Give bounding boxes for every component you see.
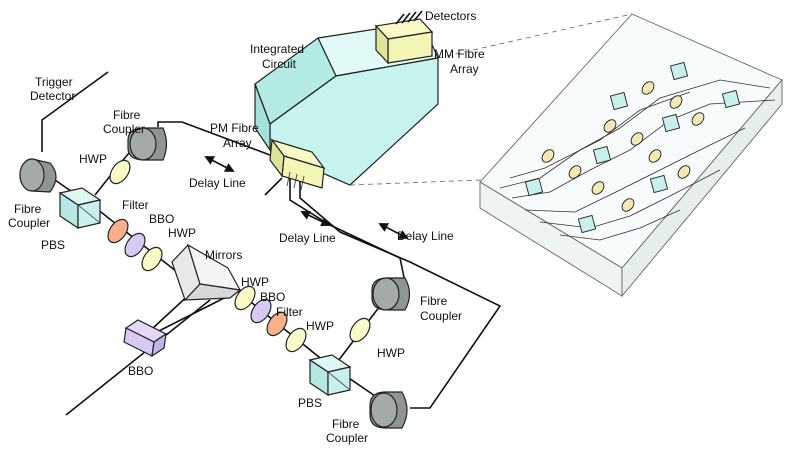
label-hwp-right: HWP bbox=[377, 346, 405, 360]
fibre-coupler-bottom bbox=[369, 391, 408, 429]
pbs-cube-right bbox=[308, 354, 352, 397]
label-delay-line-3: Delay Line bbox=[397, 229, 454, 243]
label-trigger-detector-2: Detector bbox=[30, 89, 75, 103]
mirrors-prism bbox=[171, 243, 242, 302]
chip-inset bbox=[479, 13, 783, 298]
label-hwp-mid: HWP bbox=[241, 275, 269, 289]
label-mm-fibre-array-1: MM Fibre bbox=[434, 47, 485, 61]
label-hwp-top: HWP bbox=[79, 152, 107, 166]
filter-mid-disc bbox=[266, 311, 288, 337]
label-hwp-left: HWP bbox=[168, 226, 196, 240]
hwp-top-disc bbox=[109, 159, 131, 185]
label-fibre-coupler-top-1: Fibre bbox=[113, 108, 141, 122]
label-fibre-coupler-right-2: Coupler bbox=[420, 309, 462, 323]
label-fibre-coupler-top-2: Coupler bbox=[103, 122, 145, 136]
label-fibre-coupler-left-1: Fibre bbox=[14, 202, 42, 216]
label-pm-fibre-array-2: Array bbox=[223, 136, 252, 150]
label-filter-left: Filter bbox=[122, 198, 149, 212]
pbs-cube-left bbox=[58, 187, 102, 230]
label-pm-fibre-array-1: PM Fibre bbox=[210, 121, 259, 135]
label-filter-mid: Filter bbox=[276, 305, 303, 319]
label-bbo-mid: BBO bbox=[260, 290, 285, 304]
filter-left-disc bbox=[107, 218, 129, 244]
label-integrated-circuit-1: Integrated bbox=[250, 42, 304, 56]
label-fibre-coupler-left-2: Coupler bbox=[8, 216, 50, 230]
phase-shifters bbox=[541, 81, 705, 212]
label-mm-fibre-array-2: Array bbox=[450, 62, 479, 76]
hwp-mid2-disc bbox=[285, 327, 307, 353]
label-bbo-left: BBO bbox=[149, 212, 174, 226]
label-hwp-mid2: HWP bbox=[306, 319, 334, 333]
label-pbs-left: PBS bbox=[41, 238, 65, 252]
fibre-coupler-right bbox=[371, 277, 411, 311]
hwp-mid-disc bbox=[234, 285, 256, 311]
delay-arrow-2 bbox=[300, 211, 331, 226]
hwp-right-disc bbox=[349, 317, 371, 343]
label-integrated-circuit-2: Circuit bbox=[262, 57, 297, 71]
label-pbs-right: PBS bbox=[298, 396, 322, 410]
hwp-left-disc bbox=[141, 246, 163, 272]
label-bbo-pump: BBO bbox=[128, 364, 153, 378]
label-mirrors: Mirrors bbox=[205, 248, 242, 262]
label-fibre-coupler-bottom-1: Fibre bbox=[332, 417, 360, 431]
labels: Trigger Detector Fibre Coupler HWP Fibre… bbox=[8, 9, 485, 445]
bbo-mid-disc bbox=[250, 298, 272, 324]
label-fibre-coupler-bottom-2: Coupler bbox=[326, 431, 368, 445]
delay-arrows bbox=[204, 156, 409, 239]
mm-fibre-array bbox=[374, 10, 434, 65]
zoom-guides bbox=[349, 13, 633, 186]
delay-arrow-3 bbox=[378, 223, 409, 239]
pm-fibre-array bbox=[269, 138, 326, 191]
waveguide-network bbox=[499, 79, 776, 241]
label-detectors: Detectors bbox=[425, 9, 476, 23]
label-delay-line-2: Delay Line bbox=[279, 231, 336, 245]
bbo-pump-crystal bbox=[123, 319, 168, 358]
label-fibre-coupler-right-1: Fibre bbox=[420, 294, 448, 308]
label-trigger-detector-1: Trigger bbox=[35, 75, 73, 89]
fibre-coupler-top bbox=[127, 127, 168, 161]
bbo-left-disc bbox=[124, 232, 146, 258]
fibre-coupler-left bbox=[19, 158, 57, 193]
chip-beamsplitters bbox=[524, 61, 741, 234]
delay-arrow-1 bbox=[204, 156, 235, 172]
label-delay-line-1: Delay Line bbox=[189, 176, 246, 190]
